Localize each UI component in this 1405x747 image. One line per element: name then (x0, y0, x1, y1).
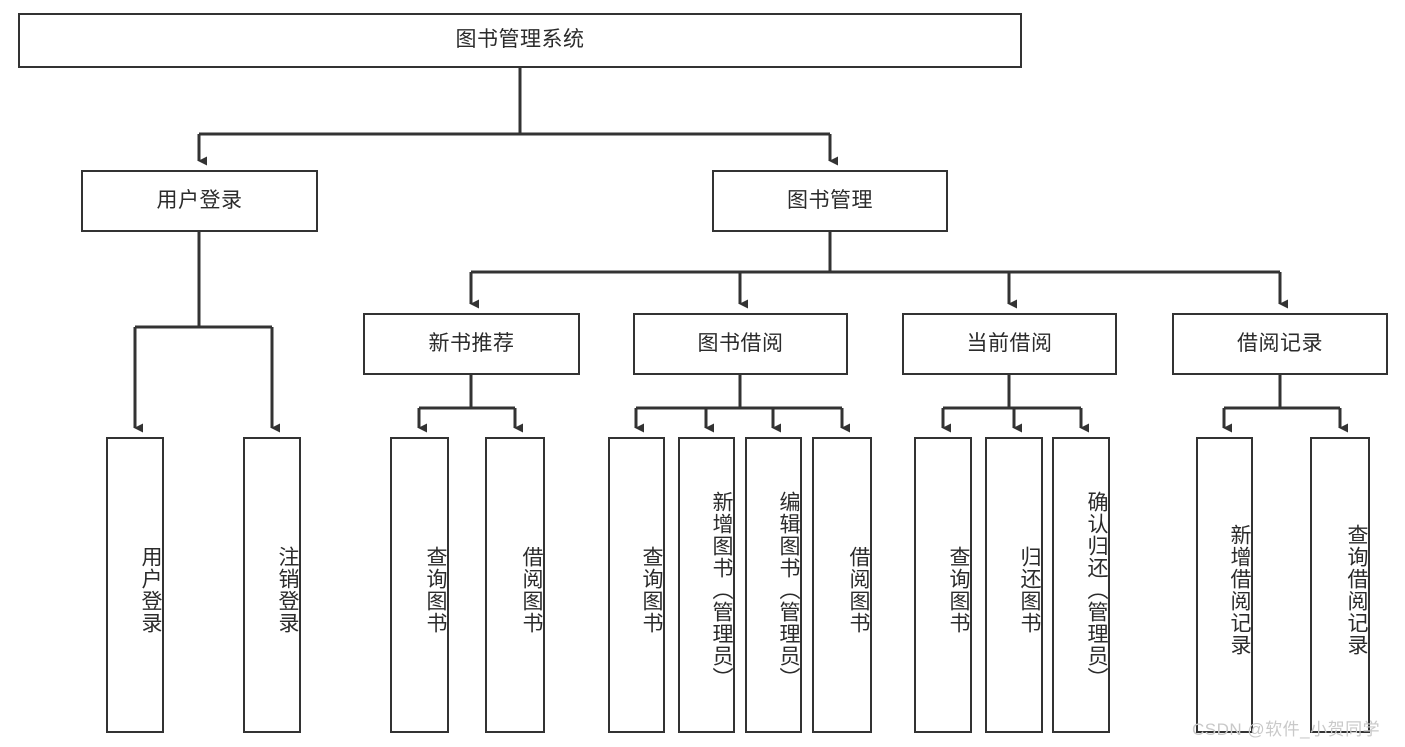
node-user-login[interactable]: 用户登录 (81, 170, 318, 232)
node-label: 查询图书 (424, 546, 447, 634)
node-borrow-record[interactable]: 借阅记录 (1172, 313, 1388, 375)
node-label: 用户登录 (139, 546, 162, 634)
leaf-user-login[interactable]: 用户登录 (106, 437, 164, 733)
node-label: 查询借阅记录 (1345, 524, 1368, 656)
node-label: 新书推荐 (428, 331, 515, 355)
node-label: 注销登录 (276, 546, 299, 634)
leaf-logout[interactable]: 注销登录 (243, 437, 301, 733)
node-book-borrow[interactable]: 图书借阅 (633, 313, 848, 375)
node-book-management[interactable]: 图书管理 (712, 170, 948, 232)
node-current-borrow[interactable]: 当前借阅 (902, 313, 1117, 375)
node-label: 新增图书（管理员） (710, 491, 733, 689)
node-new-book-recommend[interactable]: 新书推荐 (363, 313, 580, 375)
node-label: 图书管理 (787, 188, 873, 212)
node-label: 编辑图书（管理员） (777, 491, 800, 689)
csdn-watermark: CSDN @软件_小贺同学 (1192, 720, 1381, 739)
node-label: 查询图书 (640, 546, 663, 634)
leaf-return-book[interactable]: 归还图书 (985, 437, 1043, 733)
leaf-query-book-borrow[interactable]: 查询图书 (608, 437, 665, 733)
node-label: 归还图书 (1018, 546, 1041, 634)
leaf-add-borrow-record[interactable]: 新增借阅记录 (1196, 437, 1253, 733)
node-label: 借阅图书 (847, 546, 870, 634)
node-label: 图书借阅 (697, 331, 784, 355)
leaf-edit-book-admin[interactable]: 编辑图书（管理员） (745, 437, 802, 733)
leaf-borrow-book-recommend[interactable]: 借阅图书 (485, 437, 545, 733)
node-label: 当前借阅 (966, 331, 1053, 355)
leaf-add-book-admin[interactable]: 新增图书（管理员） (678, 437, 735, 733)
node-label: 用户登录 (156, 188, 243, 212)
leaf-query-borrow-record[interactable]: 查询借阅记录 (1310, 437, 1370, 733)
node-label: 新增借阅记录 (1228, 524, 1251, 656)
leaf-query-book-recommend[interactable]: 查询图书 (390, 437, 449, 733)
node-label: 查询图书 (947, 546, 970, 634)
node-label: 图书管理系统 (455, 28, 585, 52)
node-label: 借阅记录 (1237, 331, 1323, 355)
leaf-query-book-current[interactable]: 查询图书 (914, 437, 972, 733)
node-label: 确认归还（管理员） (1085, 491, 1108, 689)
node-label: 借阅图书 (520, 546, 543, 634)
leaf-borrow-book[interactable]: 借阅图书 (812, 437, 872, 733)
node-root-system[interactable]: 图书管理系统 (18, 13, 1022, 68)
leaf-confirm-return-admin[interactable]: 确认归还（管理员） (1052, 437, 1110, 733)
